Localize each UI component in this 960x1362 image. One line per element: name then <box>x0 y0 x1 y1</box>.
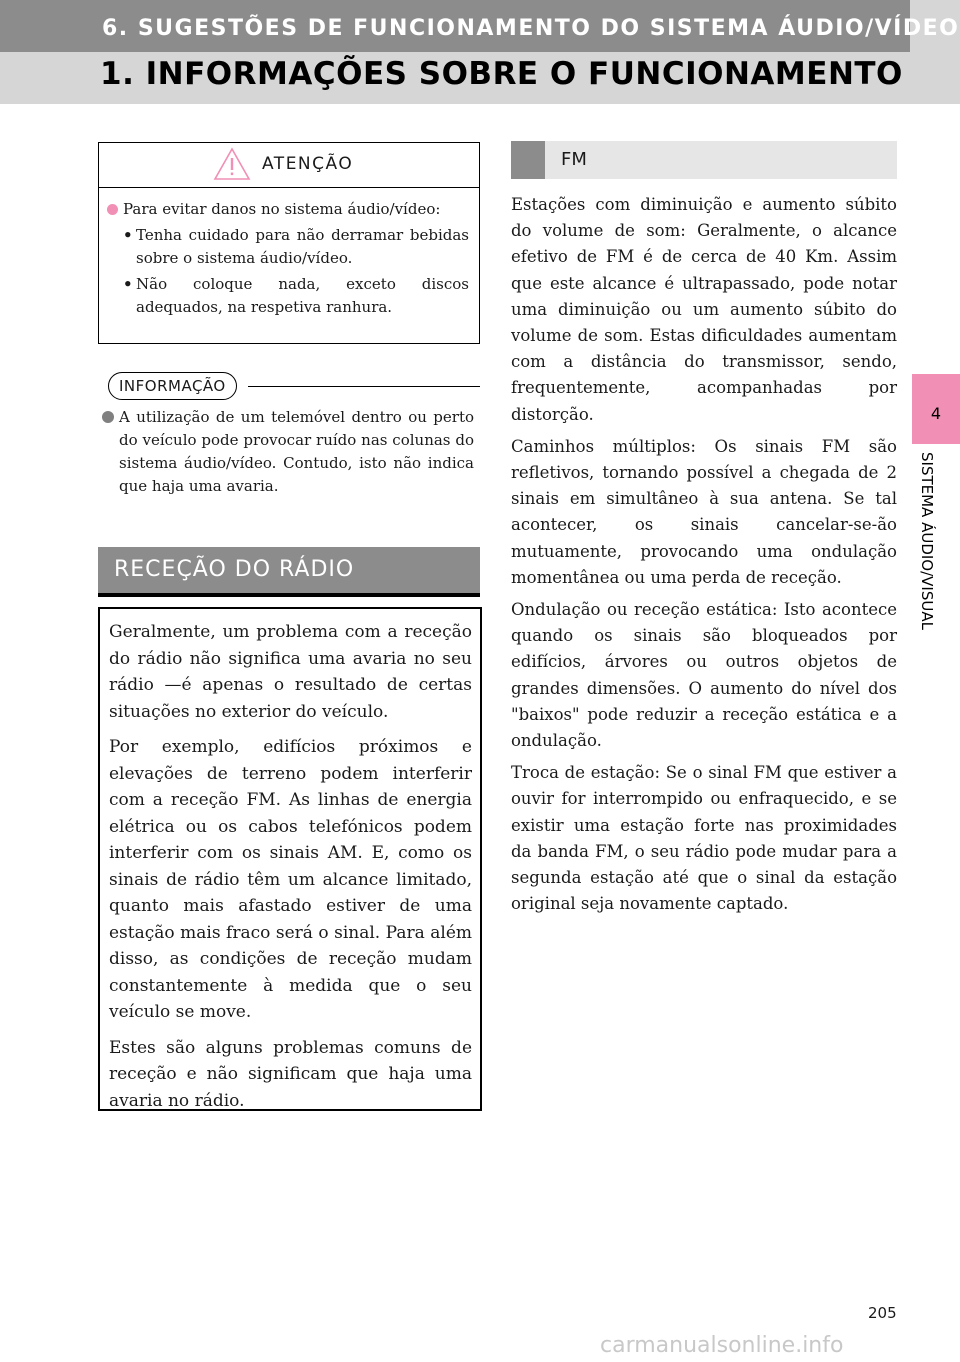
bullet-dot-icon: • <box>123 275 133 293</box>
info-body: A utilização de um telemóvel dentro ou p… <box>102 406 474 498</box>
caution-label: ATENÇÃO <box>262 154 354 174</box>
fm-paragraph: Ondulação ou receção estática: Isto acon… <box>511 600 897 751</box>
reception-heading-text: RECEÇÃO DO RÁDIO <box>114 557 355 582</box>
caution-header: ATENÇÃO <box>99 143 479 188</box>
info-label: INFORMAÇÃO <box>108 372 237 400</box>
chapter-bar: 6. SUGESTÕES DE FUNCIONAMENTO DO SISTEMA… <box>0 0 958 52</box>
reception-box: Geralmente, um problema com a receção do… <box>98 607 482 1111</box>
warning-triangle-icon <box>213 147 251 180</box>
fm-text: Estações com diminuição e aumento súbito… <box>511 192 897 923</box>
chapter-tab-number: 4 <box>930 404 942 423</box>
bullet-dot-icon: • <box>123 226 133 244</box>
reception-paragraph: Estes são alguns problemas comuns de rec… <box>109 1037 472 1111</box>
caution-box: ATENÇÃO Para evitar danos no sistema áud… <box>98 142 480 344</box>
fm-paragraph: Troca de estação: Se o sinal FM que esti… <box>511 763 897 914</box>
caution-item: • Tenha cuidado para não derramar bebida… <box>107 224 469 270</box>
fm-paragraph: Estações com diminuição e aumento súbito… <box>511 195 897 424</box>
chapter-title: 6. SUGESTÕES DE FUNCIONAMENTO DO SISTEMA… <box>102 16 960 41</box>
caution-item-text: Não coloque nada, exceto discos adequado… <box>136 275 469 316</box>
reception-heading: RECEÇÃO DO RÁDIO <box>98 547 480 597</box>
reception-paragraph: Geralmente, um problema com a receção do… <box>109 622 472 722</box>
fm-heading-marker <box>511 141 545 179</box>
gray-bullet-icon <box>102 411 114 423</box>
pink-bullet-icon <box>107 204 118 215</box>
caution-body: Para evitar danos no sistema áudio/vídeo… <box>99 188 479 319</box>
page-number: 205 <box>868 1304 897 1322</box>
watermark: carmanualsonline.info <box>600 1333 844 1358</box>
info-divider <box>248 386 480 387</box>
caution-bullet-text: Para evitar danos no sistema áudio/vídeo… <box>123 200 441 218</box>
caution-bullet: Para evitar danos no sistema áudio/vídeo… <box>107 198 469 221</box>
chapter-side-label: SISTEMA ÁUDIO/VISUAL <box>918 452 936 630</box>
caution-item: • Não coloque nada, exceto discos adequa… <box>107 273 469 319</box>
reception-paragraph: Por exemplo, edifícios próximos e elevaç… <box>109 737 472 1022</box>
fm-heading: FM <box>511 141 897 179</box>
fm-paragraph: Caminhos múltiplos: Os sinais FM são ref… <box>511 436 897 587</box>
caution-item-text: Tenha cuidado para não derramar bebidas … <box>136 226 469 267</box>
chapter-tab: 4 <box>912 374 960 444</box>
info-text: A utilização de um telemóvel dentro ou p… <box>119 408 474 495</box>
info-bullet: A utilização de um telemóvel dentro ou p… <box>102 406 474 498</box>
section-title: 1. INFORMAÇÕES SOBRE O FUNCIONAMENTO <box>100 56 903 92</box>
fm-heading-text: FM <box>561 149 587 170</box>
